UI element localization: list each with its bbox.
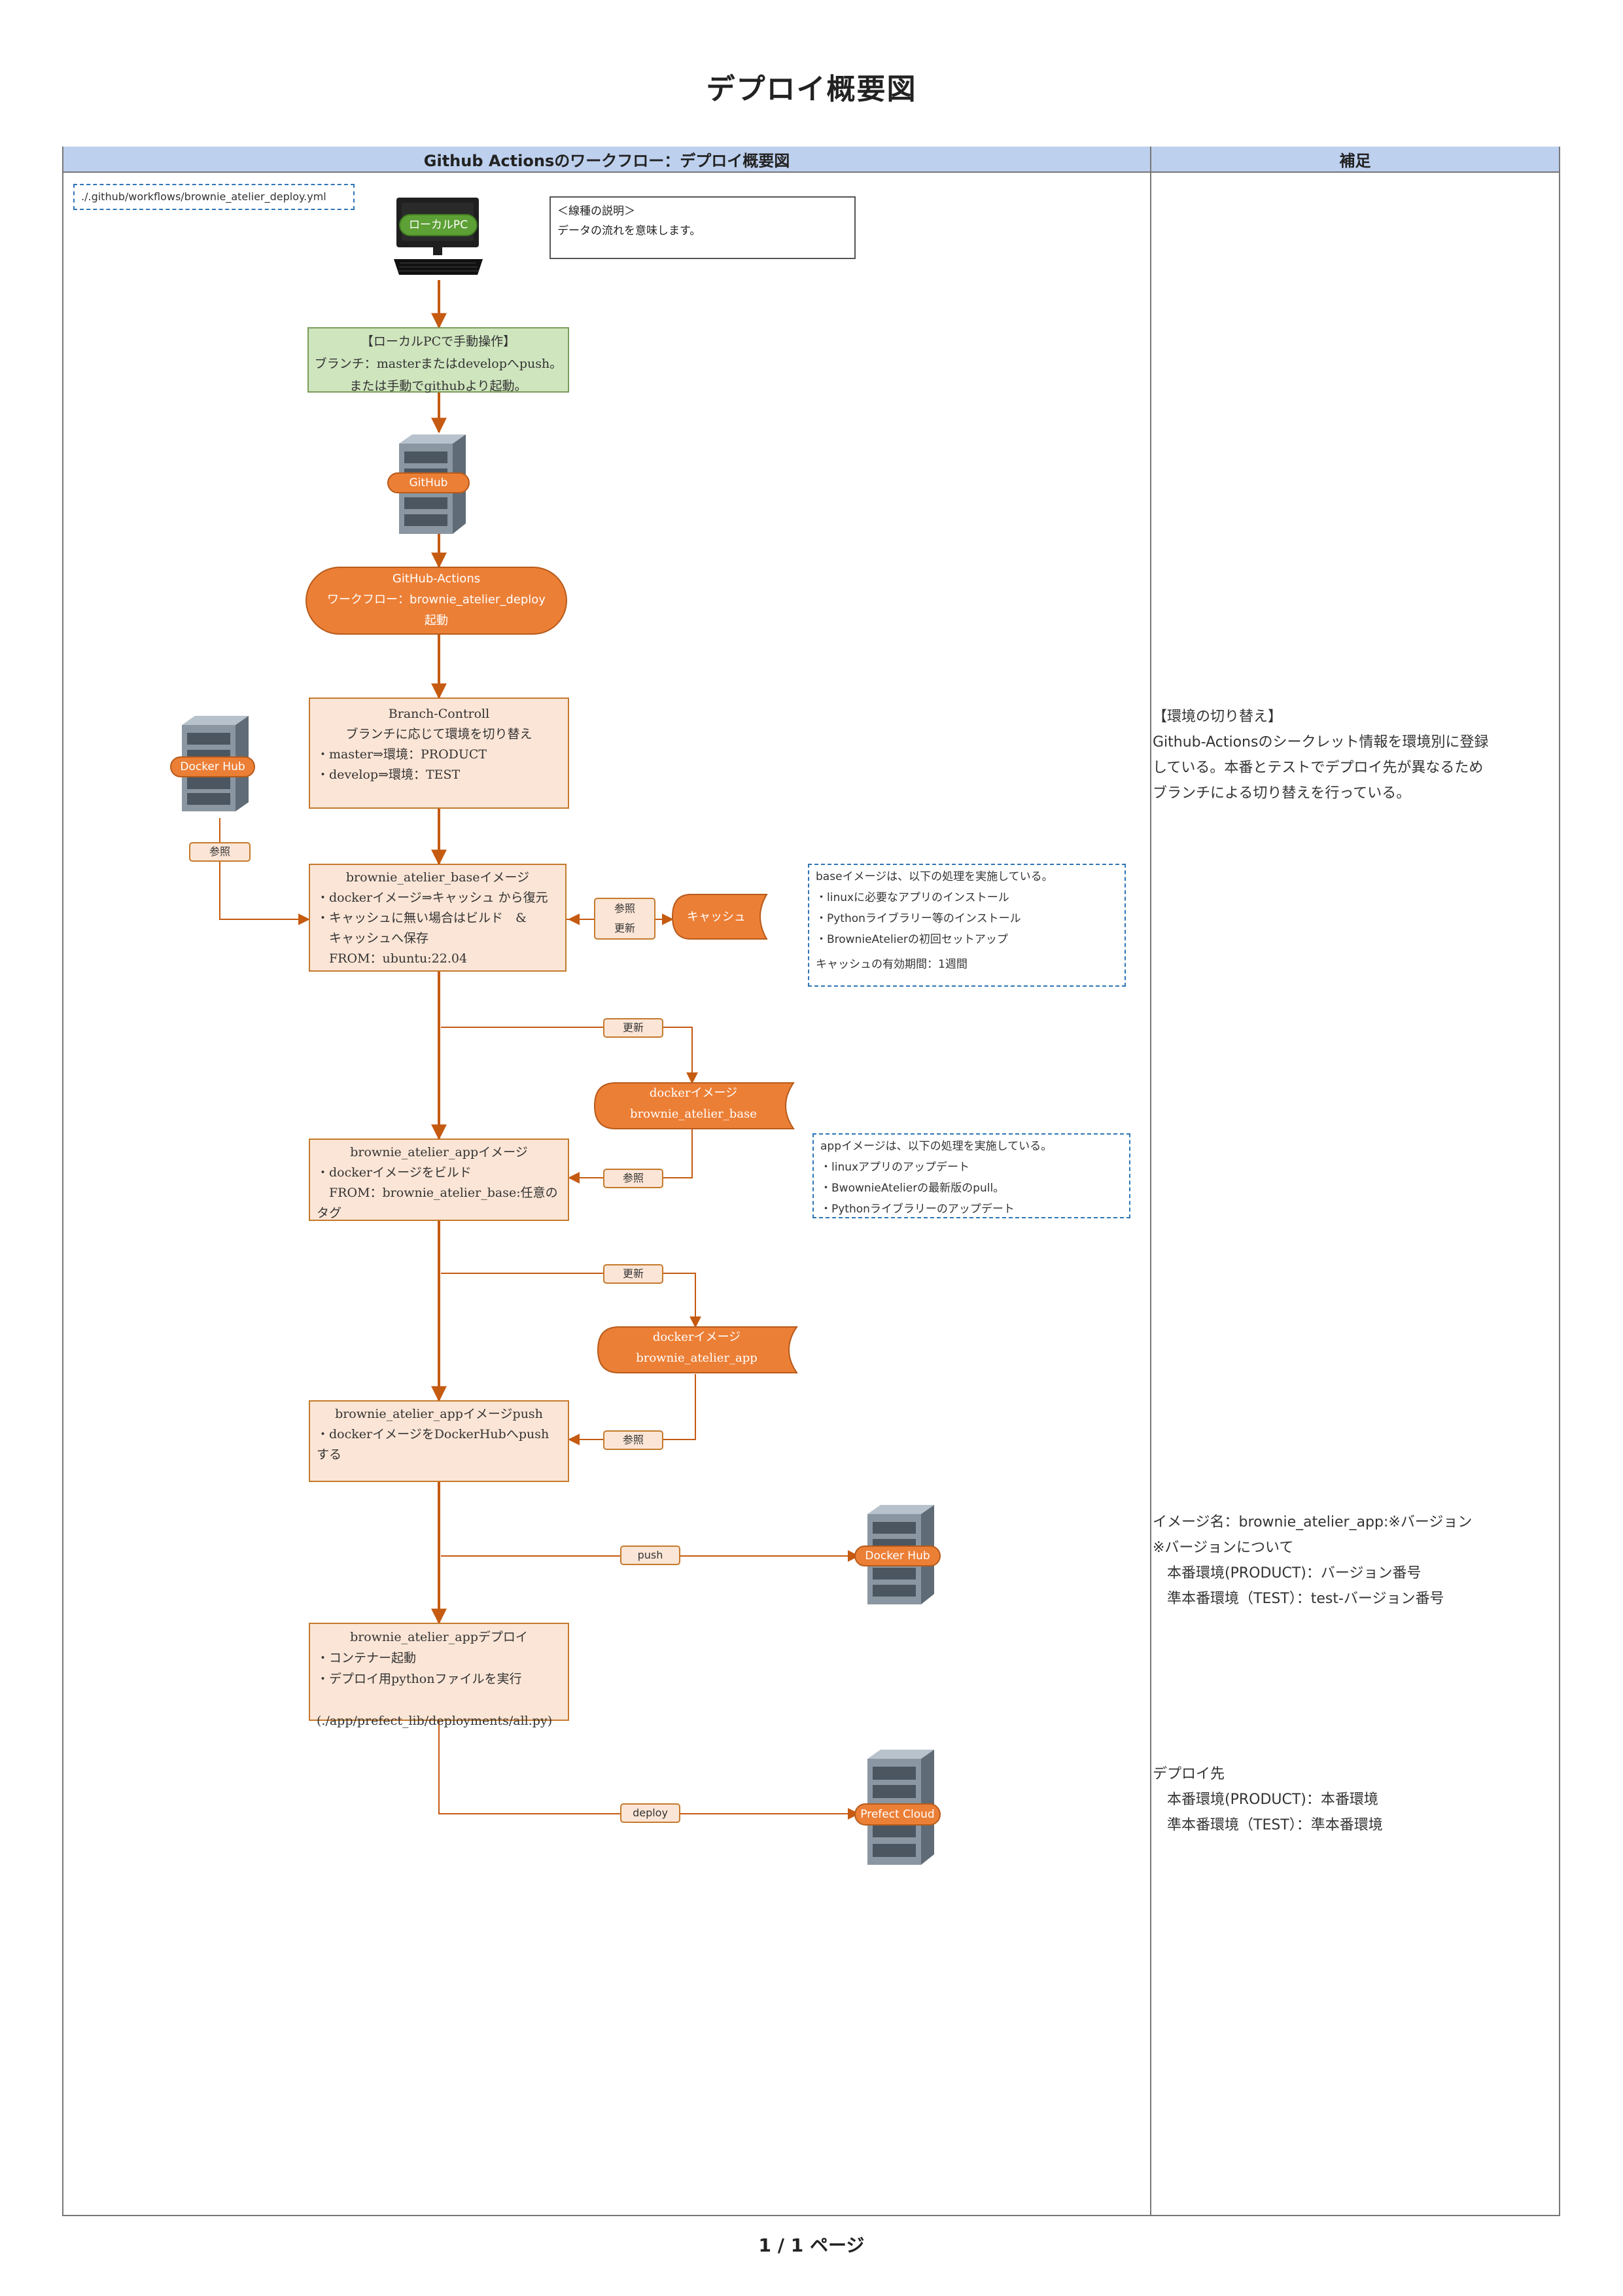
deploy-item3: (./app/prefect_lib/deployments/all.py) [317,1693,553,1728]
manual-operation-node: 【ローカルPCで手動操作】 ブランチ：masterまたはdevelopへpush… [307,327,569,393]
docker-hub-target-label: Docker Hub [854,1545,941,1566]
push-label: push [620,1545,680,1565]
page-title: デプロイ概要図 [706,73,917,106]
app-note-line2: ・linuxアプリのアップデート [820,1161,970,1174]
ref-label-cache: 参照 [614,902,635,915]
base-note-line4: ・BrownieAtelierの初回セットアップ [816,933,1008,946]
legend-title: ＜線種の説明＞ [557,205,635,218]
branch-item-master: ・master⇒環境：PRODUCT [317,747,487,762]
ref-label-dockerhub: 参照 [189,842,251,862]
app-item1: ・dockerイメージをビルド [317,1165,472,1180]
app-title: brownie_atelier_appイメージ [350,1145,528,1159]
update-label-base: 更新 [603,1018,663,1038]
push-item1: ・dockerイメージをDockerHubへpushする [317,1427,550,1462]
cache-storage-shape [671,894,768,940]
push-node: brownie_atelier_appイメージpush ・dockerイメージを… [309,1400,569,1482]
docker-app-label: dockerイメージ brownie_atelier_app [605,1327,788,1369]
manual-op-line1: ブランチ：masterまたはdevelopへpush。 [314,357,563,371]
update-label-app: 更新 [603,1264,663,1284]
ref-label-base: 参照 [603,1169,663,1188]
app-note: appイメージは、以下の処理を実施している。 ・linuxアプリのアップデート … [812,1133,1130,1218]
branch-subtitle: ブランチに応じて環境を切り替え [345,727,532,741]
header-right: 補足 [1151,147,1559,173]
deploy-label: deploy [620,1803,680,1823]
cache-label: キャッシュ [687,910,746,924]
app-note-line3: ・BwownieAtelierの最新版のpull。 [820,1182,1005,1195]
github-actions-node: GitHub-Actions ワークフロー：brownie_atelier_de… [305,567,567,635]
base-note-line2: ・linuxに必要なアプリのインストール [816,891,1009,904]
base-item2: ・キャッシュに無い場合はビルド & [317,911,527,925]
legend-text: データの流れを意味します。 [557,224,701,238]
app-note-line4: ・Pythonライブラリーのアップデート [820,1203,1015,1216]
note-image-version: イメージ名：brownie_atelier_app:※バージョン ※バージョンに… [1153,1514,1473,1607]
base-item3: キャッシュへ保存 [317,931,429,945]
base-note: baseイメージは、以下の処理を実施している。 ・linuxに必要なアプリのイン… [808,864,1126,987]
base-note-line1: baseイメージは、以下の処理を実施している。 [816,870,1053,883]
branch-item-develop: ・develop⇒環境：TEST [317,768,461,782]
actions-line1: GitHub-Actions [392,572,481,586]
manual-op-line2: または手動でgithubより起動。 [349,379,527,393]
branch-control-node: Branch-Controll ブランチに応じて環境を切り替え ・master⇒… [309,698,569,809]
base-image-node: brownie_atelier_baseイメージ ・dockerイメージ⇒キャッ… [309,864,567,972]
deploy-node: brownie_atelier_appデプロイ ・コンテナー起動 ・デプロイ用p… [309,1623,569,1728]
app-note-line1: appイメージは、以下の処理を実施している。 [820,1140,1053,1153]
note-env-switch: 【環境の切り替え】 Github-Actionsのシークレット情報を環境別に登録… [1153,709,1489,802]
legend-box: ＜線種の説明＞ データの流れを意味します。 [550,196,856,259]
docker-base-storage-shape [593,1082,795,1129]
workflow-file-path: ./.github/workflows/brownie_atelier_depl… [73,184,355,210]
base-item1: ・dockerイメージ⇒キャッシュ から復元 [317,891,548,905]
docker-base-line1: dockerイメージ [649,1086,738,1100]
app-item2: FROM：brownie_atelier_base:任意のタグ [317,1186,558,1220]
base-item4: FROM：ubuntu:22.04 [317,951,468,966]
branch-title: Branch-Controll [388,707,490,721]
push-title: brownie_atelier_appイメージpush [335,1407,543,1421]
app-image-node: brownie_atelier_appイメージ ・dockerイメージをビルド … [309,1139,569,1221]
docker-app-line1: dockerイメージ [652,1330,741,1344]
docker-base-line2: brownie_atelier_base [630,1107,757,1121]
base-note-line5: キャッシュの有効期間：1週間 [816,958,968,971]
docker-base-label: dockerイメージ brownie_atelier_base [602,1083,785,1125]
base-note-line3: ・Pythonライブラリー等のインストール [816,912,1021,925]
deploy-title: brownie_atelier_appデプロイ [350,1630,528,1644]
update-label-cache: 更新 [614,922,635,934]
docker-app-line2: brownie_atelier_app [636,1351,758,1365]
actions-line2: ワークフロー：brownie_atelier_deploy [327,593,546,607]
docker-app-storage-shape [597,1326,798,1373]
deploy-item1: ・コンテナー起動 [317,1651,417,1665]
ref-update-label-cache: 参照 更新 [594,898,655,940]
page-footer: 1 / 1 ページ [758,2234,865,2256]
github-label: GitHub [387,472,470,493]
ref-label-app: 参照 [603,1430,663,1450]
manual-op-title: 【ローカルPCで手動操作】 [360,334,516,349]
note-deploy-target: デプロイ先 本番環境(PRODUCT)：本番環境 準本番環境（TEST）：準本番… [1153,1766,1383,1833]
local-pc-label: ローカルPC [399,214,478,236]
actions-line3: 起動 [425,614,448,627]
base-title: brownie_atelier_baseイメージ [345,870,530,885]
local-pc-icon [394,198,483,275]
deploy-item2: ・デプロイ用pythonファイルを実行 [317,1672,522,1686]
header-left: Github Actionsのワークフロー：デプロイ概要図 [63,147,1150,173]
docker-hub-label: Docker Hub [170,756,255,777]
prefect-cloud-label: Prefect Cloud [854,1803,941,1826]
column-divider [1150,147,1151,2216]
